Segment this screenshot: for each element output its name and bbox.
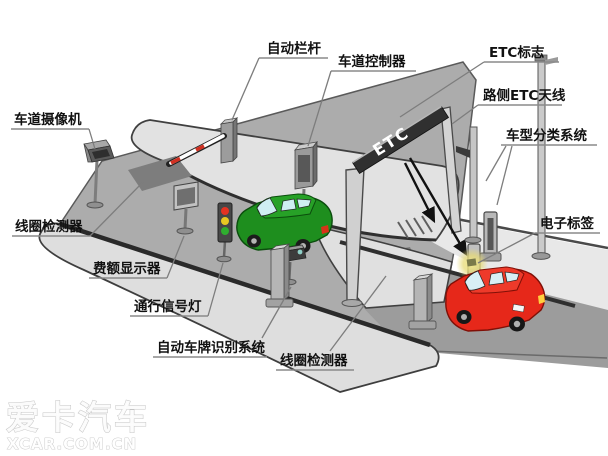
label-fee-display-text: 费额显示器 bbox=[93, 260, 161, 277]
traffic-signal-light bbox=[216, 202, 233, 263]
barrier-arm bbox=[166, 133, 227, 167]
label-lpr-system-text: 自动车牌识别系统 bbox=[157, 339, 265, 356]
label-electronic-tag-text: 电子标签 bbox=[540, 215, 594, 232]
auto-barrier bbox=[166, 117, 239, 167]
watermark-brand-text: 爱卡汽车 bbox=[6, 398, 150, 437]
communication-arrows bbox=[403, 157, 468, 257]
signal-yellow-lamp bbox=[221, 217, 229, 225]
label-traffic-signal-text: 通行信号灯 bbox=[134, 298, 202, 315]
loop-detector-1-patch bbox=[128, 156, 192, 191]
watermark: 爱卡汽车 XCAR.COM.CN bbox=[6, 398, 150, 454]
roadside-antenna-pole bbox=[456, 126, 482, 244]
label-auto-barrier: 自动栏杆 bbox=[231, 40, 328, 121]
etc-antenna-unit bbox=[456, 146, 470, 158]
watermark-url-text: XCAR.COM.CN bbox=[7, 435, 137, 453]
green-car bbox=[236, 193, 333, 253]
label-etc-sign-text: ETC标志 bbox=[489, 44, 545, 61]
signal-red-lamp bbox=[221, 207, 229, 215]
island-pillar-1 bbox=[265, 243, 294, 308]
island-pillar-2 bbox=[408, 273, 437, 330]
label-vehicle-classification: 车型分类系统 bbox=[485, 127, 597, 206]
label-etc-sign: ETC标志 bbox=[399, 44, 559, 118]
label-loop-detector-1-text: 线圈检测器 bbox=[15, 218, 83, 235]
label-lane-camera-text: 车道摄像机 bbox=[14, 111, 82, 128]
label-loop-detector-2: 线圈检测器 bbox=[276, 275, 387, 371]
label-roadside-antenna-text: 路侧ETC天线 bbox=[483, 87, 566, 104]
label-lane-controller: 车道控制器 bbox=[307, 53, 416, 147]
label-vehicle-classification-text: 车型分类系统 bbox=[506, 127, 587, 144]
label-lane-camera: 车道摄像机 bbox=[11, 111, 96, 150]
signal-green-lamp bbox=[221, 227, 229, 235]
label-fee-display: 费额显示器 bbox=[89, 235, 185, 279]
fee-display bbox=[173, 181, 199, 235]
red-car bbox=[445, 266, 546, 332]
tall-pole bbox=[531, 54, 558, 260]
label-lane-controller-text: 车道控制器 bbox=[338, 53, 406, 70]
label-traffic-signal: 通行信号灯 bbox=[130, 262, 224, 317]
bottom-island bbox=[38, 221, 440, 393]
label-lpr-system: 自动车牌识别系统 bbox=[153, 286, 292, 358]
label-roadside-antenna: 路侧ETC天线 bbox=[451, 87, 566, 125]
label-loop-detector-1: 线圈检测器 bbox=[12, 179, 146, 237]
label-loop-detector-2-text: 线圈检测器 bbox=[280, 352, 348, 369]
label-auto-barrier-text: 自动栏杆 bbox=[267, 40, 321, 57]
lane-camera bbox=[83, 139, 115, 209]
label-electronic-tag: 电子标签 bbox=[477, 215, 600, 264]
